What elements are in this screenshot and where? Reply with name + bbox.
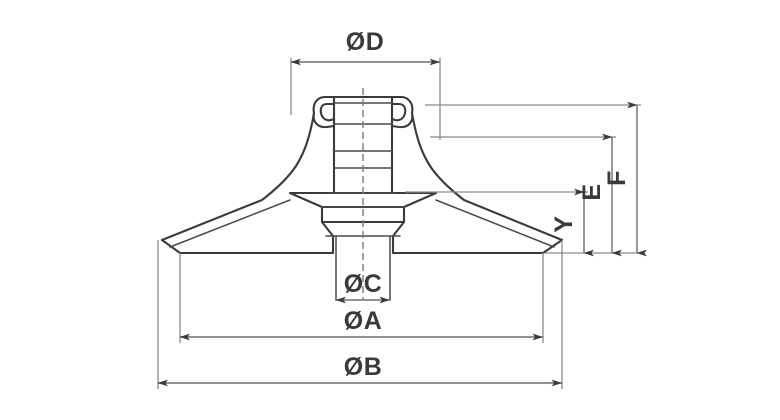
dimension-diameter-d: ØD	[290, 28, 441, 140]
dim-label-diameter-c: ØC	[344, 270, 383, 298]
dim-label-diameter-d: ØD	[346, 28, 385, 56]
skirt-thickness-left	[169, 199, 291, 248]
cup-left-shoulder	[160, 111, 316, 242]
cup-outer-profile	[312, 95, 336, 129]
dimension-height-y: Y	[550, 188, 594, 257]
dimension-diameter-a: ØA	[179, 253, 544, 343]
dim-label-height-f: F	[603, 170, 631, 186]
dim-label-height-y: Y	[550, 215, 578, 232]
dim-label-diameter-b: ØB	[344, 353, 383, 381]
skirt-thickness-right	[435, 199, 555, 248]
cup-right-shoulder	[410, 111, 564, 242]
cup-skirt-underside-left	[160, 220, 335, 255]
dim-label-diameter-a: ØA	[344, 307, 383, 335]
dimension-height-f: F	[603, 101, 647, 257]
dim-label-height-e: E	[578, 183, 606, 200]
cup-outer-profile-right	[390, 95, 414, 129]
leader-lines-group	[405, 104, 641, 254]
dimension-diameter-b: ØB	[157, 240, 563, 389]
cup-skirt-underside-right	[391, 220, 564, 255]
dimension-height-e: E	[578, 133, 622, 257]
dimension-diameter-c: ØC	[335, 270, 390, 304]
